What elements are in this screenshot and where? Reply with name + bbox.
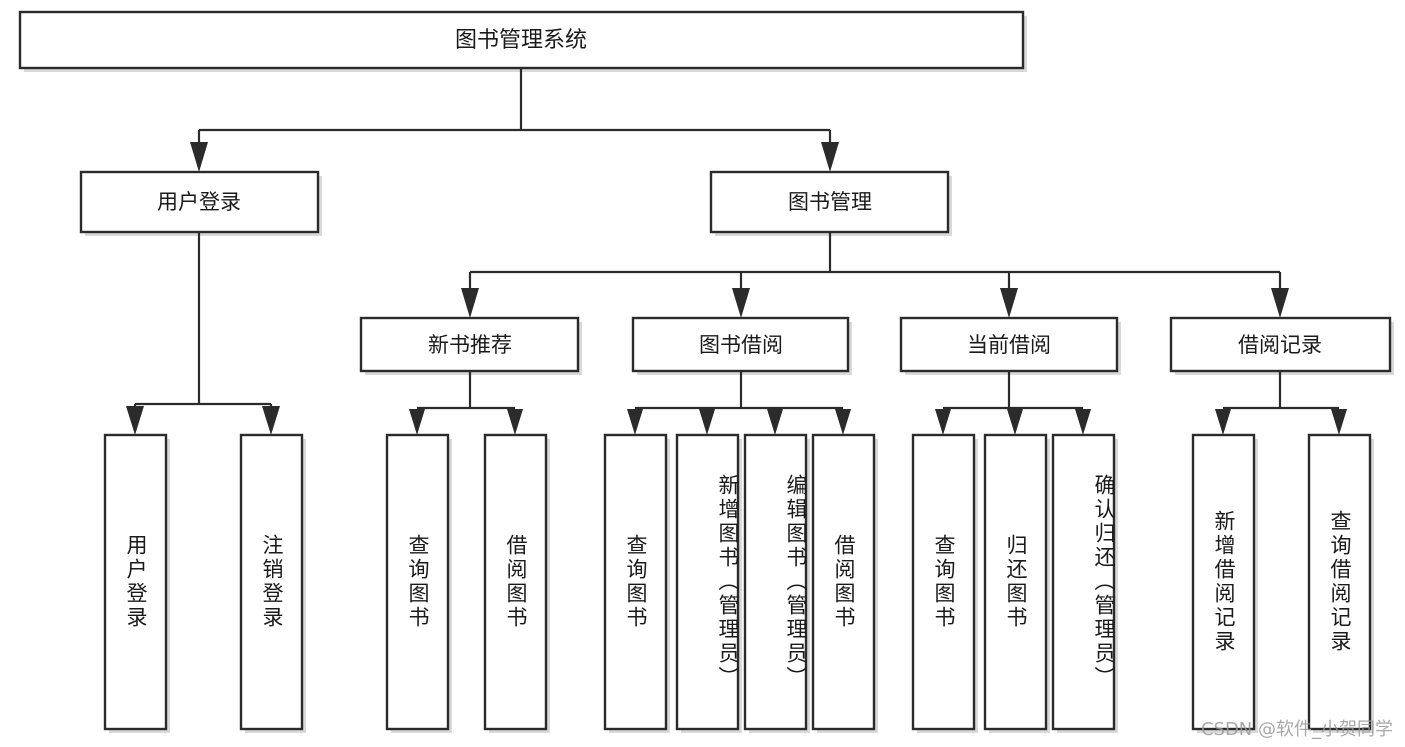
node-leaf-user-logout[interactable] <box>239 433 306 733</box>
connector-root-to-level2 <box>190 68 839 172</box>
node-root-label: 图书管理系统 <box>455 28 587 53</box>
connector-borrow-record-to-leaves <box>1215 371 1347 435</box>
node-leaf-borrow-book-2-box <box>811 433 876 731</box>
node-user-login-box <box>79 170 320 234</box>
node-leaf-borrow-book-2[interactable] <box>811 433 878 733</box>
node-leaf-query-book-1-box <box>385 433 450 731</box>
node-leaf-confirm-return[interactable] <box>1051 433 1118 733</box>
node-new-book-rec-box <box>359 316 580 373</box>
arrow-head-book-borrow <box>732 288 750 318</box>
connector-new-book-rec-to-leaves <box>409 371 523 435</box>
node-leaf-query-book-2-box <box>603 433 668 731</box>
node-leaf-borrow-book-1-box <box>483 433 548 731</box>
arrow-head-current-borrow <box>1000 288 1018 318</box>
node-leaf-add-record[interactable] <box>1191 433 1258 733</box>
node-leaf-return-book-box <box>983 433 1048 731</box>
node-user-login-label: 用户登录 <box>157 190 241 214</box>
node-leaf-query-record[interactable] <box>1307 433 1374 733</box>
node-leaf-edit-book-box <box>743 433 808 731</box>
node-book-manage-label: 图书管理 <box>788 190 872 214</box>
node-leaf-query-book-1[interactable] <box>385 433 452 733</box>
node-borrow-record[interactable]: 借阅记录 <box>1169 316 1394 375</box>
node-leaf-user-login[interactable] <box>103 433 170 733</box>
node-current-borrow-label: 当前借阅 <box>967 333 1051 357</box>
connector-current-borrow-to-leaves <box>935 371 1091 435</box>
node-leaf-add-book-box <box>675 433 740 731</box>
node-borrow-record-label: 借阅记录 <box>1238 333 1322 357</box>
arrow-head-new-book-rec <box>461 288 479 318</box>
node-root-box <box>18 10 1025 70</box>
arrow-head-leaf-query-book-2 <box>627 409 643 435</box>
node-current-borrow-box <box>899 316 1119 373</box>
node-leaf-query-book-3-box <box>911 433 976 731</box>
node-leaf-add-record-box <box>1191 433 1256 731</box>
node-book-borrow[interactable]: 图书借阅 <box>631 316 852 375</box>
node-leaf-query-record-box <box>1307 433 1372 731</box>
arrow-head-leaf-edit-book <box>767 409 783 435</box>
node-borrow-record-box <box>1169 316 1392 373</box>
arrow-head-leaf-confirm-return <box>1075 409 1091 435</box>
connector-user-login-to-leaves <box>126 232 280 435</box>
connector-book-manage-to-level3 <box>461 232 1289 318</box>
node-leaf-user-logout-box <box>239 433 304 731</box>
arrow-head-leaf-query-book-3 <box>935 409 951 435</box>
node-leaf-query-book-2[interactable] <box>603 433 670 733</box>
connector-book-borrow-to-leaves <box>627 371 851 435</box>
node-leaf-confirm-return-box <box>1051 433 1116 731</box>
arrow-head-book-manage <box>821 142 839 172</box>
arrow-head-leaf-query-record <box>1331 409 1347 435</box>
arrow-head-leaf-user-logout <box>262 406 280 435</box>
node-new-book-rec-label: 新书推荐 <box>428 333 512 357</box>
node-leaf-add-book[interactable] <box>675 433 742 733</box>
node-leaf-return-book[interactable] <box>983 433 1050 733</box>
node-current-borrow[interactable]: 当前借阅 <box>899 316 1121 375</box>
arrow-head-leaf-add-record <box>1215 409 1231 435</box>
arrow-head-leaf-return-book <box>1007 409 1023 435</box>
node-root[interactable]: 图书管理系统 <box>18 10 1027 72</box>
arrow-head-leaf-query-book-1 <box>409 409 425 435</box>
arrow-head-leaf-borrow-book-1 <box>507 409 523 435</box>
watermark-text: CSDN @软件_小贺同学 <box>1200 719 1393 740</box>
node-leaf-edit-book[interactable] <box>743 433 810 733</box>
node-book-manage[interactable]: 图书管理 <box>709 170 952 236</box>
arrow-head-borrow-record <box>1271 288 1289 318</box>
node-book-borrow-label: 图书借阅 <box>699 333 783 357</box>
arrow-head-user-login <box>190 142 208 172</box>
node-leaf-borrow-book-1[interactable] <box>483 433 550 733</box>
node-user-login[interactable]: 用户登录 <box>79 170 322 236</box>
arrow-head-leaf-borrow-book-2 <box>835 409 851 435</box>
arrow-head-leaf-user-login <box>126 406 144 435</box>
node-leaf-user-login-box <box>103 433 168 731</box>
arrow-head-leaf-add-book <box>699 409 715 435</box>
node-leaf-query-book-3[interactable] <box>911 433 978 733</box>
node-new-book-rec[interactable]: 新书推荐 <box>359 316 582 375</box>
